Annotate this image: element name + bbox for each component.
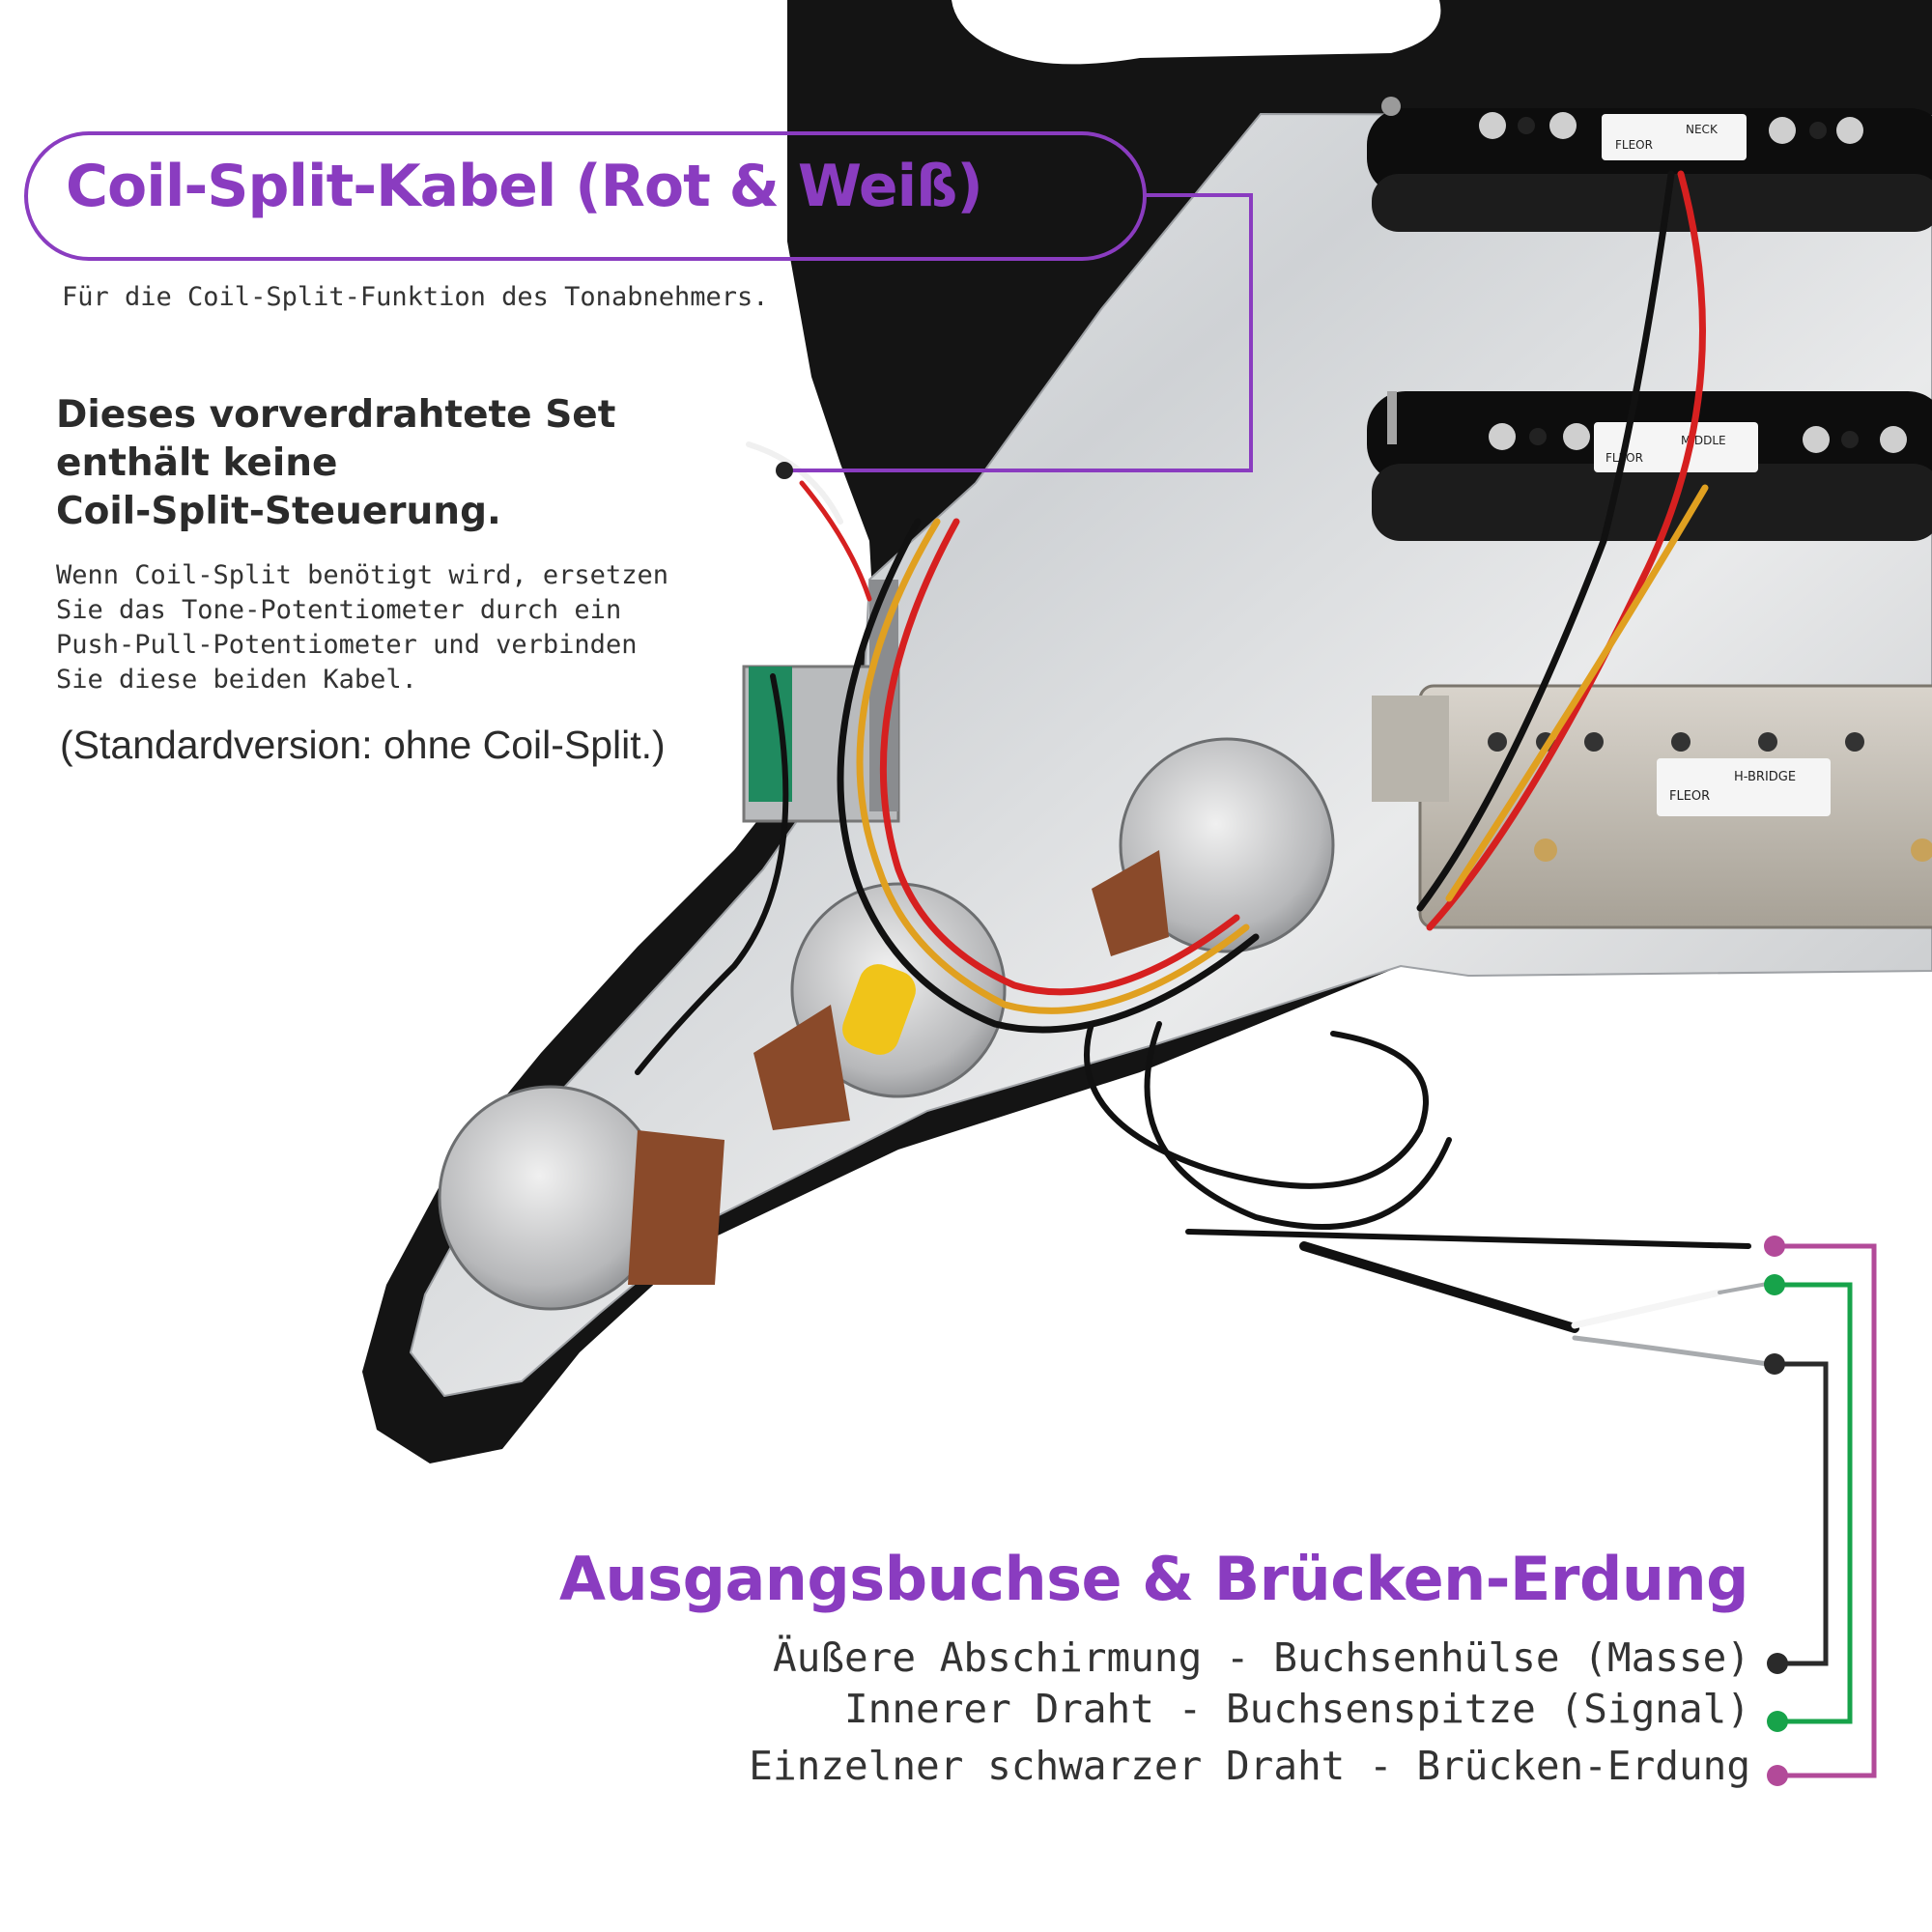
- note-body-line-3: Push-Pull-Potentiometer und verbinden: [56, 630, 638, 660]
- shield-dot: [1764, 1353, 1785, 1375]
- neck-brand-label: FLEOR: [1615, 138, 1653, 152]
- note-body-line-2: Sie das Tone-Potentiometer durch ein: [56, 595, 622, 625]
- legend-shield-dot: [1767, 1653, 1788, 1674]
- note-bold-line-2: enthält keine: [56, 441, 338, 485]
- neck-pickup-label: NECK: [1686, 123, 1719, 136]
- output-connectors: [1775, 1243, 1877, 1778]
- note-body-line-4: Sie diese beiden Kabel.: [56, 665, 417, 695]
- coil-split-marker: [776, 462, 793, 479]
- legend-shield-label: Äußere Abschirmung - Buchsenhülse (Masse…: [772, 1634, 1750, 1681]
- note-bold-line-1: Dieses vorverdrahtete Set: [56, 393, 616, 437]
- legend-signal-dot: [1767, 1711, 1788, 1732]
- coil-split-callout: [24, 131, 1253, 472]
- output-title: Ausgangsbuchse & Brücken-Erdung: [559, 1544, 1748, 1614]
- tone-pot-1: [753, 882, 1007, 1130]
- bridge-brand-label: FLEOR: [1669, 789, 1710, 804]
- wiring: [635, 170, 1775, 1367]
- note-body-line-1: Wenn Coil-Split benötigt wird, ersetzen: [56, 560, 668, 590]
- volume-pot: [1092, 737, 1335, 956]
- neck-pickup: NECK FLEOR: [1367, 97, 1932, 232]
- note-bold-line-3: Coil-Split-Steuerung.: [56, 490, 501, 533]
- middle-pickup: MIDDLE FLEOR: [1367, 391, 1932, 541]
- coil-split-subtitle: Für die Coil-Split-Funktion des Tonabneh…: [62, 282, 769, 312]
- tone-pot-2: [438, 1085, 724, 1311]
- neck-cutout: [952, 0, 1441, 65]
- coil-split-title: Coil-Split-Kabel (Rot & Weiß): [66, 153, 983, 220]
- bridge-pickup-label: H-BRIDGE: [1734, 770, 1796, 784]
- legend-signal-label: Innerer Draht - Buchsenspitze (Signal): [844, 1686, 1750, 1732]
- signal-dot: [1764, 1274, 1785, 1295]
- legend-ground-label: Einzelner schwarzer Draht - Brücken-Erdu…: [749, 1743, 1750, 1789]
- standard-version-note: (Standardversion: ohne Coil-Split.): [60, 723, 666, 767]
- legend-ground-dot: [1767, 1765, 1788, 1786]
- bridge-ground-dot: [1764, 1236, 1785, 1257]
